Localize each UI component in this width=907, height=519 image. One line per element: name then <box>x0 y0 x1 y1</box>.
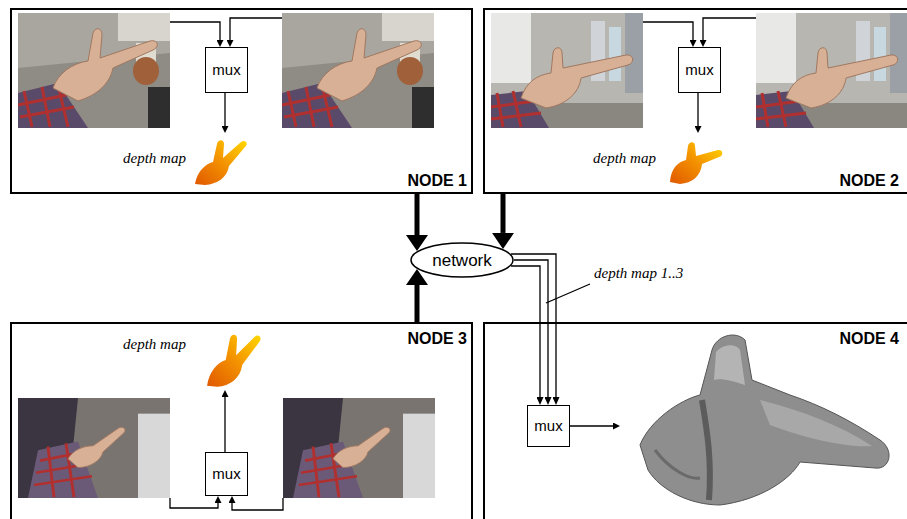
mux-box: mux <box>678 47 721 93</box>
network-ellipse: network <box>410 242 514 278</box>
mux-output-arrow <box>567 425 613 426</box>
camera-photo <box>283 398 435 498</box>
mux-box: mux <box>527 405 570 447</box>
text-holder: depth map 1..3 <box>594 264 683 282</box>
mux-label: mux <box>212 61 240 78</box>
camera-wire <box>232 498 283 510</box>
camera-photo <box>756 13 907 128</box>
text-holder: mux <box>685 61 713 79</box>
camera-photo <box>18 13 170 128</box>
text-holder: depth map <box>123 335 186 353</box>
depth-map-wire <box>514 260 548 397</box>
camera-wire <box>230 18 282 40</box>
text-holder: mux <box>534 417 562 435</box>
depth-map-image <box>207 335 261 387</box>
depth-map-image <box>195 140 247 185</box>
node-heading: NODE 2 <box>839 172 899 190</box>
text-holder: NODE 2 <box>839 172 899 190</box>
node-box: NODE 1 depth map mux <box>10 8 473 194</box>
camera-wire <box>170 22 220 40</box>
hand-3d-model <box>640 335 889 505</box>
node-box: NODE 2 depth map mux <box>483 8 907 194</box>
leader-line <box>546 284 590 303</box>
camera-wire <box>703 18 756 40</box>
mux-output-arrow <box>224 93 225 126</box>
depth-map-wire <box>511 266 540 397</box>
mux-label: mux <box>685 61 713 78</box>
text-holder: NODE 3 <box>407 330 467 348</box>
network-label: network <box>432 251 492 270</box>
mux-output-arrow <box>224 397 225 452</box>
mux-label: mux <box>534 417 562 434</box>
depth-map-wire <box>511 254 556 397</box>
node-heading: NODE 3 <box>407 330 467 348</box>
text-holder: NODE 4 <box>839 330 899 348</box>
data-flow-arrow <box>415 285 420 322</box>
node-heading: NODE 4 <box>839 330 899 348</box>
ellipse-shape <box>411 243 513 277</box>
mux-output-arrow <box>697 93 698 126</box>
mux-box: mux <box>205 47 248 93</box>
node-box: NODE 3 depth map mux <box>10 322 473 519</box>
text-holder: network <box>432 251 492 270</box>
text-holder: depth map <box>593 149 656 167</box>
depth-map-label: depth map <box>123 150 186 167</box>
camera-wire <box>170 498 218 508</box>
text-holder: mux <box>212 465 240 483</box>
node-box: NODE 4 mux <box>483 322 907 519</box>
text-holder: depth map <box>123 149 186 167</box>
camera-wire <box>643 22 693 40</box>
data-flow-arrow <box>415 194 420 235</box>
depth-map-label: depth map <box>123 336 186 353</box>
depth-map-label: depth map <box>593 150 656 167</box>
callout-label: depth map 1..3 <box>594 265 683 282</box>
camera-photo <box>491 13 643 128</box>
data-flow-arrow <box>501 194 506 233</box>
mux-box: mux <box>205 452 248 496</box>
text-holder: mux <box>212 61 240 79</box>
mux-label: mux <box>212 465 240 482</box>
depth-map-image <box>670 142 722 184</box>
camera-photo <box>18 398 170 498</box>
camera-photo <box>282 13 434 128</box>
node-heading: NODE 1 <box>407 172 467 190</box>
text-holder: NODE 1 <box>407 172 467 190</box>
